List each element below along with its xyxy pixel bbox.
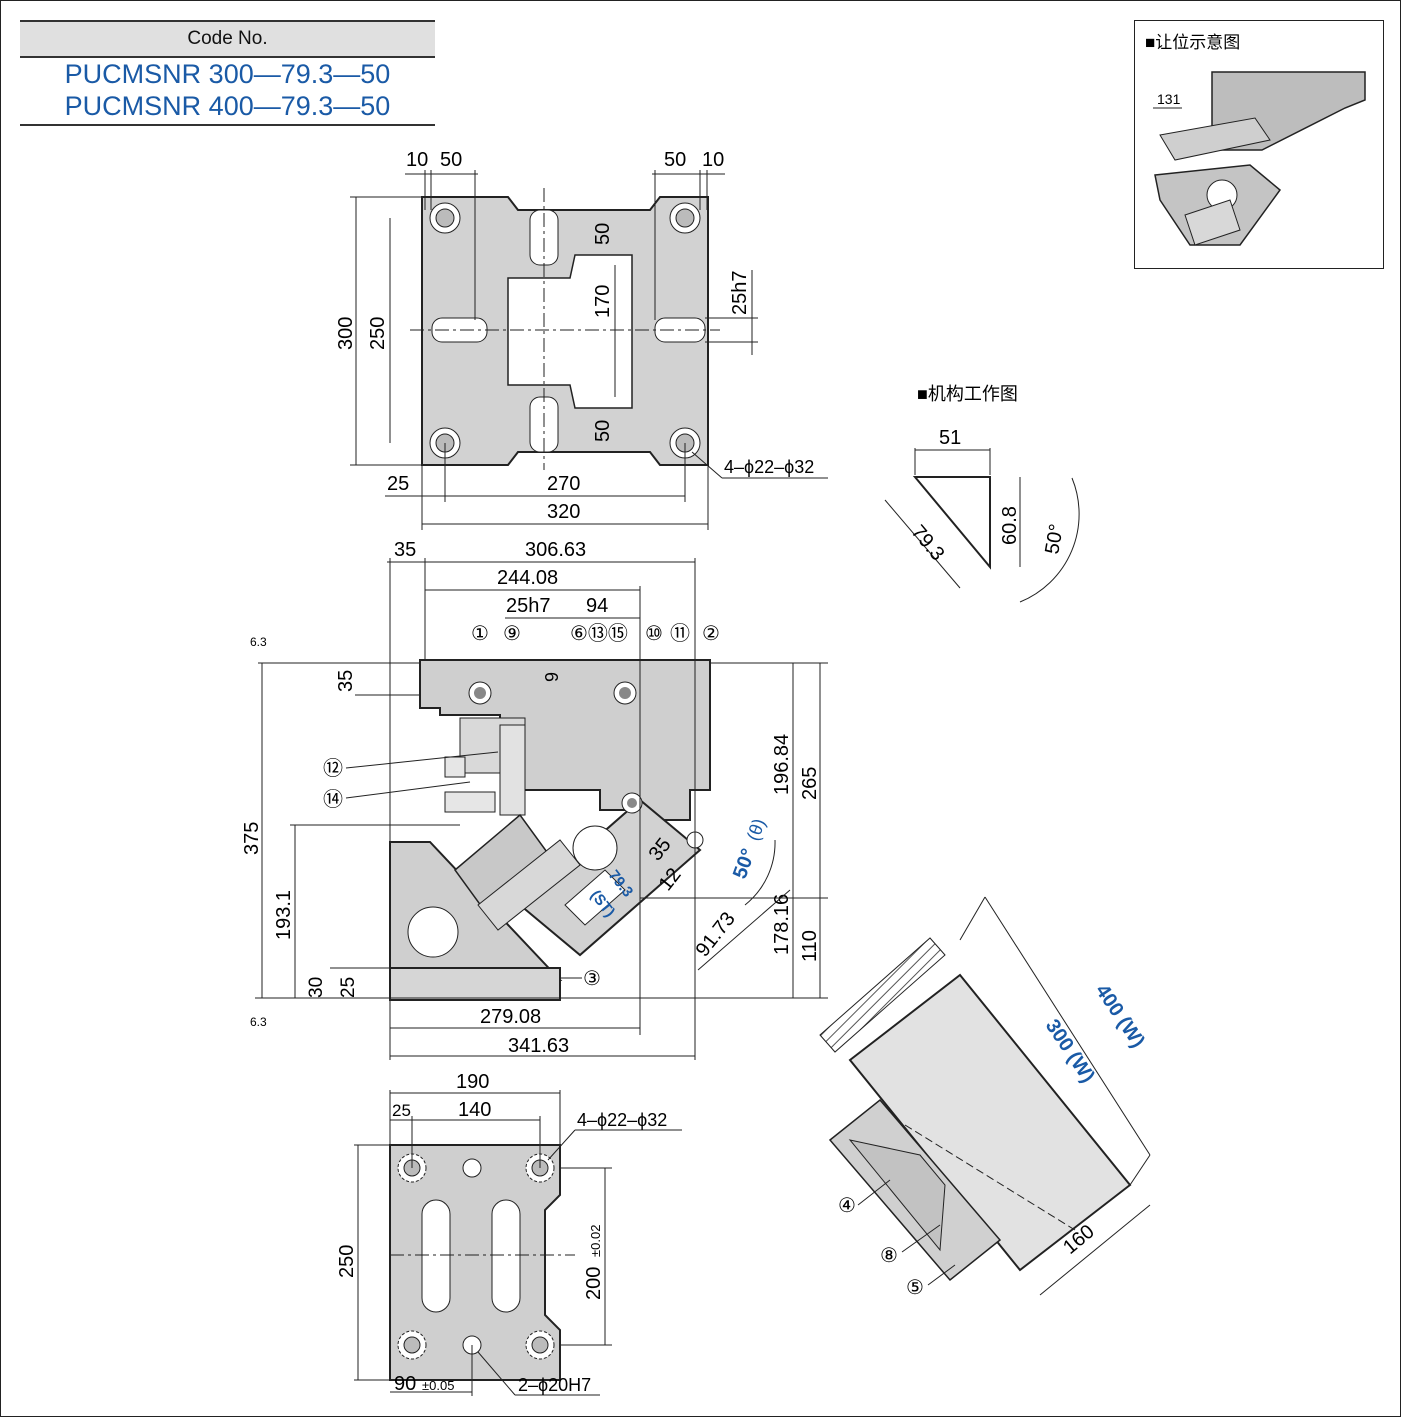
front-dim-9: 9 bbox=[542, 672, 562, 682]
callout-1: ① bbox=[471, 623, 489, 645]
base-dim-90: 90 bbox=[394, 1373, 416, 1395]
top-view: 10 50 50 10 300 250 50 170 50 25h7 25 27… bbox=[335, 149, 828, 530]
mech-dim-79-3: 79.3 bbox=[907, 521, 949, 565]
top-dim-50: 50 bbox=[440, 149, 462, 171]
code-table: Code No. PUCMSNR 300—79.3—50 PUCMSNR 400… bbox=[20, 20, 435, 126]
front-dim-178: 178.16 bbox=[771, 894, 793, 955]
front-angle-50: 50° bbox=[729, 846, 760, 882]
front-roughness-top: 6.3 bbox=[250, 635, 267, 649]
base-view: 190 25 140 250 200 ±0.02 90 ±0.05 4–ϕ22–… bbox=[336, 1071, 682, 1396]
front-angle-theta: (θ) bbox=[743, 816, 769, 844]
top-dim-320: 320 bbox=[547, 501, 580, 523]
callout-3: ③ bbox=[583, 968, 601, 990]
top-dim-10: 10 bbox=[406, 149, 428, 171]
top-dim-50b: 50 bbox=[592, 420, 614, 442]
top-dim-10-r: 10 bbox=[702, 149, 724, 171]
iso-view: 300 (W) 400 (W) 160 ④ ⑧ ⑤ bbox=[819, 896, 1151, 1299]
front-dim-25: 25 bbox=[338, 977, 359, 998]
mechanism-diagram: ■机构工作图 51 79.3 60.8 50° bbox=[884, 384, 1080, 603]
front-view: 35 306.63 244.08 25h7 94 9 35 375 193.1 … bbox=[241, 539, 828, 1060]
top-dim-50a: 50 bbox=[592, 223, 614, 245]
mech-dim-60-8: 60.8 bbox=[999, 506, 1021, 545]
base-dim-200: 200 bbox=[583, 1267, 605, 1300]
callout-8: ⑧ bbox=[880, 1245, 898, 1267]
front-dim-279: 279.08 bbox=[480, 1006, 541, 1028]
front-dim-91: 91.73 bbox=[692, 908, 740, 961]
callout-10: ⑩ bbox=[645, 623, 663, 645]
iso-dim-300w: 300 (W) bbox=[1041, 1015, 1099, 1086]
front-dim-196: 196.84 bbox=[771, 734, 793, 795]
front-dim-244: 244.08 bbox=[497, 567, 558, 589]
callout-6-13-15: ⑥⑬⑮ bbox=[570, 622, 628, 645]
inset-title: ■让位示意图 bbox=[1145, 33, 1240, 52]
base-dim-190: 190 bbox=[456, 1071, 489, 1093]
callout-11: ⑪ bbox=[670, 622, 690, 645]
front-dim-35b: 35 bbox=[335, 670, 357, 692]
code-line-2: PUCMSNR 400—79.3—50 bbox=[64, 91, 391, 121]
top-dim-270: 270 bbox=[547, 473, 580, 495]
front-dim-25h7: 25h7 bbox=[506, 595, 551, 617]
front-dim-110: 110 bbox=[799, 930, 821, 962]
front-dim-375: 375 bbox=[241, 822, 263, 855]
callout-4: ④ bbox=[838, 1195, 856, 1217]
callout-14: ⑭ bbox=[323, 788, 343, 811]
callout-5: ⑤ bbox=[906, 1277, 924, 1299]
front-roughness-bottom: 6.3 bbox=[250, 1015, 267, 1029]
base-pins-label: 2–ϕ20H7 bbox=[518, 1375, 591, 1395]
base-tol-90: ±0.05 bbox=[422, 1378, 454, 1393]
top-dim-300: 300 bbox=[335, 317, 357, 350]
front-dim-265: 265 bbox=[799, 767, 821, 800]
front-dim-94: 94 bbox=[586, 595, 608, 617]
top-dim-25h7: 25h7 bbox=[729, 271, 751, 316]
callout-12: ⑫ bbox=[323, 757, 343, 780]
base-holes-label: 4–ϕ22–ϕ32 bbox=[577, 1110, 667, 1130]
top-holes-label: 4–ϕ22–ϕ32 bbox=[724, 457, 814, 477]
base-dim-250: 250 bbox=[336, 1245, 358, 1278]
top-dim-25: 25 bbox=[387, 473, 409, 495]
top-dim-50-r: 50 bbox=[664, 149, 686, 171]
iso-dim-400w: 400 (W) bbox=[1091, 980, 1149, 1051]
code-header: Code No. bbox=[20, 20, 435, 58]
mech-dim-50deg: 50° bbox=[1041, 522, 1068, 556]
top-dim-250: 250 bbox=[367, 317, 389, 350]
front-dim-306: 306.63 bbox=[525, 539, 586, 561]
base-dim-25: 25 bbox=[392, 1101, 411, 1120]
front-dim-341: 341.63 bbox=[508, 1035, 569, 1057]
clearance-inset bbox=[1134, 20, 1384, 269]
callout-2: ② bbox=[702, 623, 720, 645]
front-dim-30: 30 bbox=[306, 977, 327, 998]
mech-dim-51: 51 bbox=[939, 427, 961, 449]
front-dim-193: 193.1 bbox=[273, 890, 295, 940]
code-line-1: PUCMSNR 300—79.3—50 bbox=[64, 59, 391, 89]
inset-dim-131: 131 bbox=[1157, 91, 1181, 107]
top-dim-170: 170 bbox=[592, 285, 614, 318]
inset-drawing: ■让位示意图 131 bbox=[1145, 33, 1366, 246]
front-dim-35: 35 bbox=[394, 539, 416, 561]
mechanism-title: ■机构工作图 bbox=[917, 384, 1018, 404]
base-tol-200: ±0.02 bbox=[588, 1225, 603, 1257]
callout-9: ⑨ bbox=[503, 623, 521, 645]
base-dim-140: 140 bbox=[458, 1099, 491, 1121]
